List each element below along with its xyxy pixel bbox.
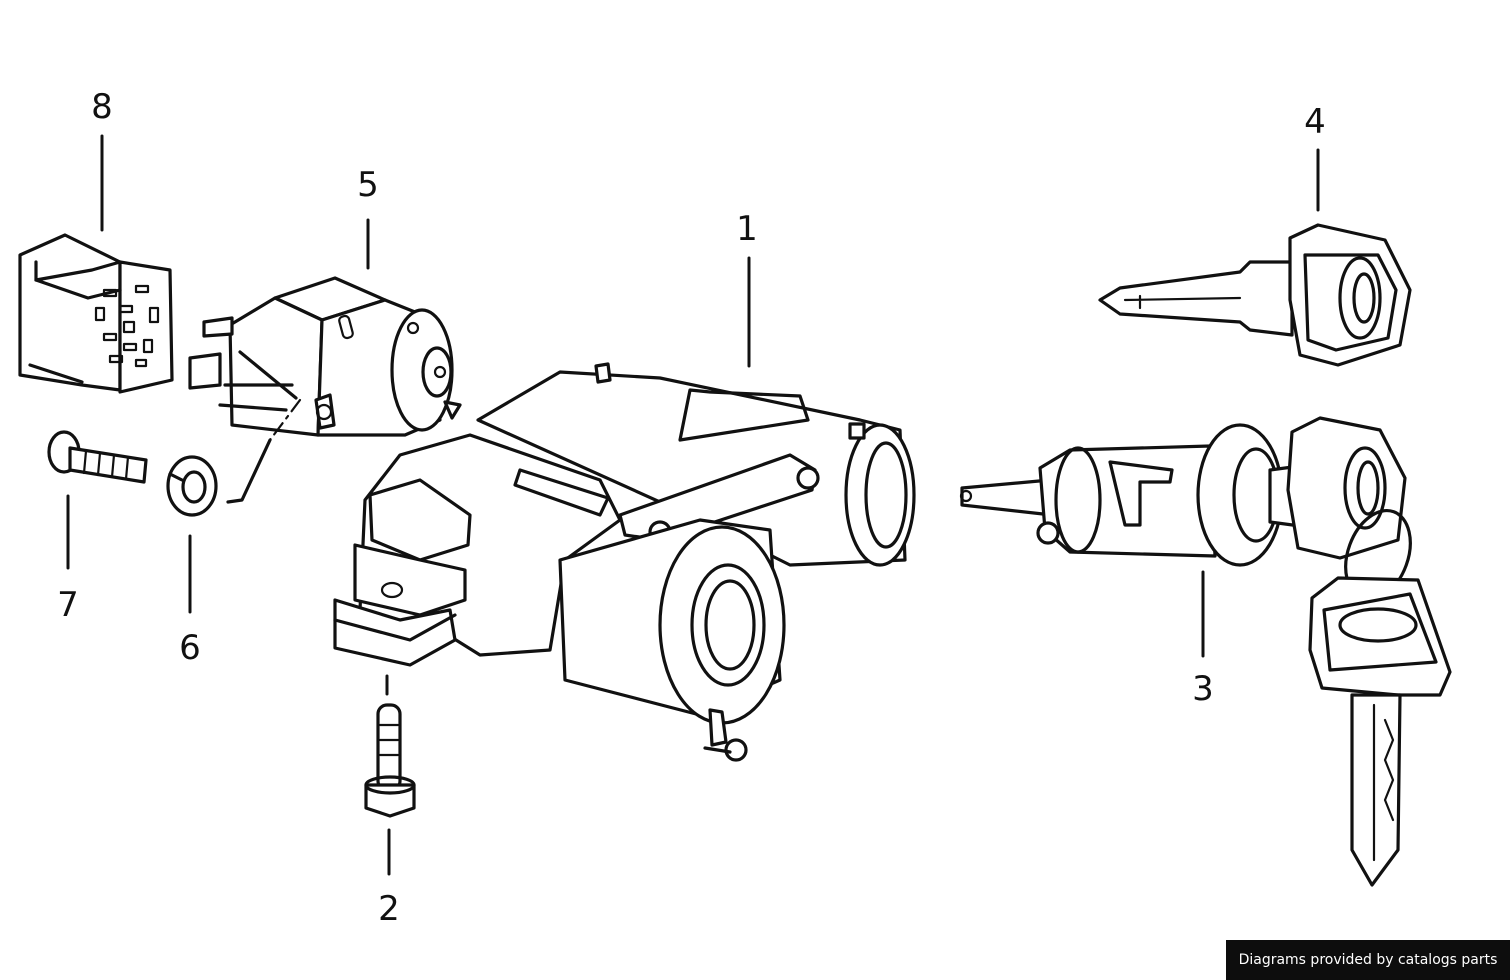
callout-7: 7 [57,585,79,625]
callout-6: 6 [179,628,201,668]
callout-4: 4 [1304,102,1326,142]
part-2-screw [364,703,416,818]
part-5-ignition-switch [188,276,462,437]
callout-3: 3 [1192,669,1214,709]
callout-5: 5 [357,165,379,205]
part-4-key [1098,223,1412,367]
part-8-connector [18,233,174,394]
watermark-banner: Diagrams provided by catalogs parts [1226,940,1510,980]
part-7-bolt [47,430,148,484]
callout-2: 2 [378,889,400,929]
part-1-housing [333,362,916,762]
part-3-lock-cylinder [959,416,1452,887]
callout-1: 1 [736,209,758,249]
leader-lines [66,134,1320,876]
callout-8: 8 [91,87,113,127]
part-6-spring-washer [166,455,218,517]
